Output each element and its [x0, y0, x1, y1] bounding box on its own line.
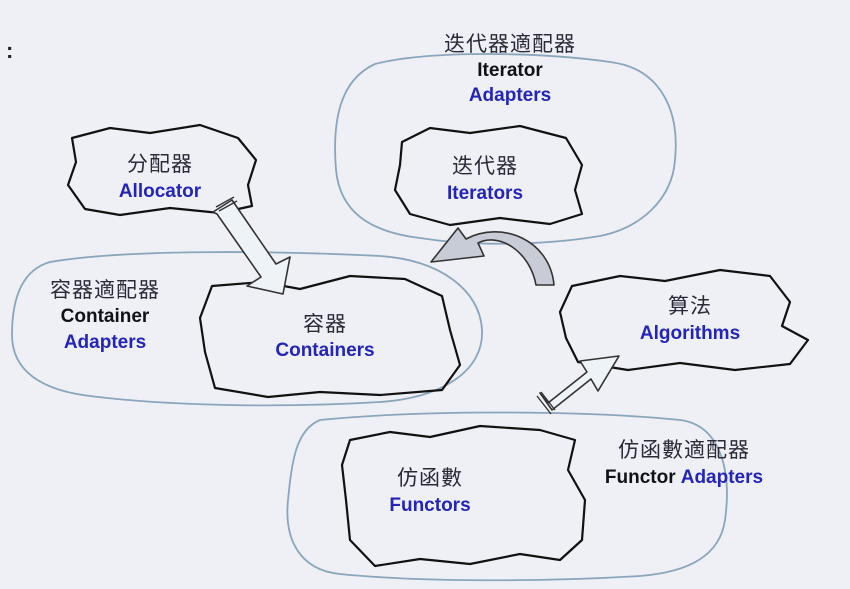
bullet-mark: :	[6, 38, 14, 63]
functors-zh: 仿函數	[397, 466, 463, 490]
iterators-to-containers-arrow	[430, 227, 555, 286]
iterators-zh: 迭代器	[452, 154, 518, 178]
functors-blob	[340, 424, 587, 568]
algorithms-blob	[558, 268, 810, 372]
container-adapters-en-line1: Container	[60, 306, 150, 327]
functors-label: 仿函數 Functors	[365, 462, 495, 520]
functors-en: Functors	[389, 495, 471, 516]
allocator-en: Allocator	[118, 181, 202, 202]
algorithms-en: Algorithms	[639, 323, 741, 344]
containers-blob	[198, 274, 462, 399]
iterator-adapters-en-line1: Iterator	[477, 60, 543, 81]
iterators-label: 迭代器 Iterators	[410, 150, 560, 207]
functors-to-algorithms-arrow	[536, 355, 620, 415]
containers-zh: 容器	[303, 312, 347, 336]
functor-adapters-label: 仿函數適配器 Functor Adapters	[584, 434, 784, 491]
allocator-to-containers-arrow	[212, 196, 291, 295]
iterator-adapters-outline	[334, 53, 677, 245]
containers-label: 容器 Containers	[250, 308, 400, 364]
allocator-blob	[66, 123, 258, 217]
functor-adapters-en-word1: Functor	[604, 467, 676, 488]
iterator-adapters-zh: 迭代器適配器	[444, 32, 576, 56]
functor-adapters-en-word2: Adapters	[680, 467, 764, 488]
iterators-en: Iterators	[446, 183, 524, 204]
iterators-blob	[393, 124, 584, 227]
container-adapters-zh: 容器適配器	[50, 278, 160, 302]
container-adapters-outline	[11, 251, 483, 407]
containers-en: Containers	[275, 340, 375, 361]
functor-adapters-zh: 仿函數適配器	[618, 438, 750, 462]
allocator-label: 分配器 Allocator	[90, 148, 230, 205]
iterator-adapters-en-line2: Adapters	[468, 85, 552, 106]
container-adapters-en-line2: Adapters	[63, 332, 147, 353]
algorithms-zh: 算法	[668, 294, 712, 318]
iterator-adapters-label: 迭代器適配器 Iterator Adapters	[420, 28, 600, 108]
allocator-zh: 分配器	[127, 152, 193, 176]
container-adapters-label: 容器適配器 Container Adapters	[30, 274, 180, 356]
functor-adapters-outline	[286, 411, 728, 582]
algorithms-label: 算法 Algorithms	[615, 290, 765, 347]
